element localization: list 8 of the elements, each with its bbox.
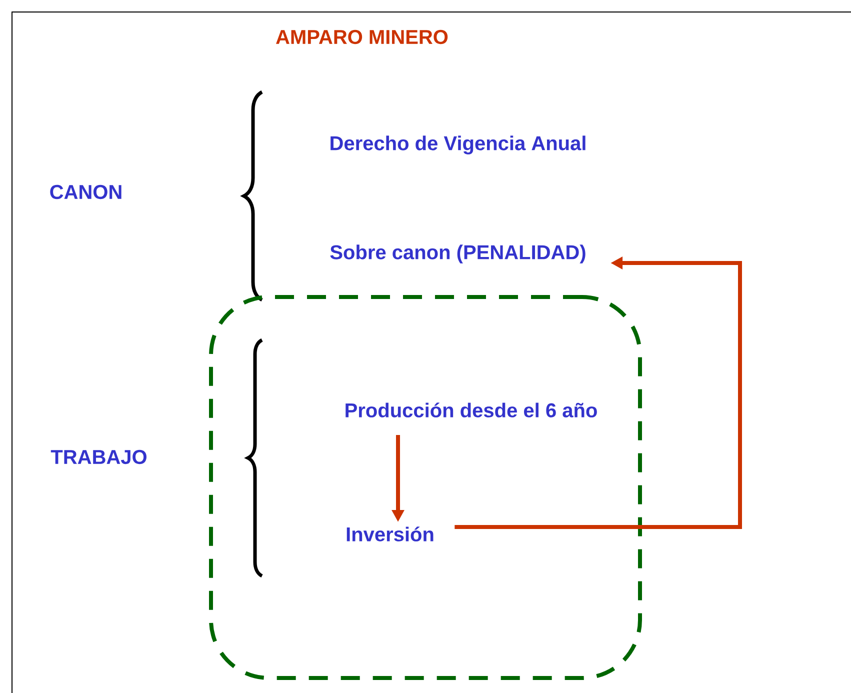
dashed-box (209, 295, 642, 680)
item-text: Inversión (346, 526, 434, 542)
group-label: TRABAJO (50, 450, 146, 464)
item-text: Sobre canon (PENALIDAD) (330, 244, 586, 264)
item-text: Producción desde el 6 año (346, 402, 597, 418)
item-text: Derecho de Vigencia Anual (330, 136, 586, 154)
title: AMPARO MINERO (276, 30, 448, 44)
group-label: CANON (50, 184, 122, 200)
